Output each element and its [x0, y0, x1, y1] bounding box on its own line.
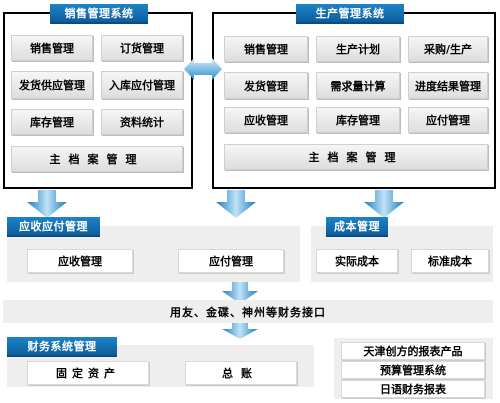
down-arrow-icon — [222, 282, 258, 304]
cost-module-actual: 实际成本 — [316, 249, 398, 273]
finance-title: 财务系统管理 — [7, 337, 117, 357]
sales-module-sales: 销售管理 — [11, 35, 93, 61]
prod-module-sales: 销售管理 — [224, 36, 308, 62]
financial-interface-band: 用友、金碟、神州等财务接口 — [3, 300, 493, 323]
sales-module-inbound-payable: 入库应付管理 — [101, 71, 183, 99]
report-product-budget: 预算管理系统 — [341, 361, 485, 379]
report-product-japanese: 日语财务报表 — [341, 380, 485, 398]
cost-module-standard: 标准成本 — [411, 249, 489, 273]
finance-module-fixed-assets: 固定资产 — [27, 361, 149, 385]
ar-module-receivables: 应收管理 — [27, 249, 133, 273]
prod-module-demand-calc: 需求量计算 — [316, 72, 400, 99]
ar-ap-title: 应收应付管理 — [7, 217, 100, 237]
sales-module-inventory: 库存管理 — [11, 109, 93, 135]
prod-module-inventory: 库存管理 — [316, 107, 400, 133]
prod-module-production-plan: 生产计划 — [316, 36, 400, 62]
down-arrow-icon — [216, 190, 256, 218]
down-arrow-icon — [27, 190, 67, 218]
sales-module-shipping-supply: 发货供应管理 — [11, 71, 93, 99]
down-arrow-icon — [222, 323, 258, 339]
down-arrow-icon — [364, 190, 404, 218]
prod-module-purchase-production: 采购/生产 — [408, 36, 488, 62]
production-system-title: 生产管理系统 — [296, 4, 404, 24]
prod-module-payables: 应付管理 — [408, 107, 488, 133]
ap-module-payables: 应付管理 — [178, 249, 284, 273]
sales-system-title: 销售管理系统 — [50, 4, 148, 24]
prod-module-shipping: 发货管理 — [224, 72, 308, 99]
bidirectional-arrow-icon — [184, 58, 222, 80]
prod-module-progress-results: 进度结果管理 — [408, 72, 488, 99]
cost-title: 成本管理 — [326, 217, 388, 237]
finance-module-general-ledger: 总账 — [185, 361, 297, 385]
report-product-tianjin: 天津创方的报表产品 — [341, 342, 485, 360]
sales-module-orders: 订货管理 — [101, 35, 183, 61]
sales-module-statistics: 资料统计 — [101, 109, 183, 135]
prod-module-receivables: 应收管理 — [224, 107, 308, 133]
sales-master-file: 主档案管理 — [11, 146, 183, 172]
prod-master-file: 主档案管理 — [224, 144, 488, 170]
